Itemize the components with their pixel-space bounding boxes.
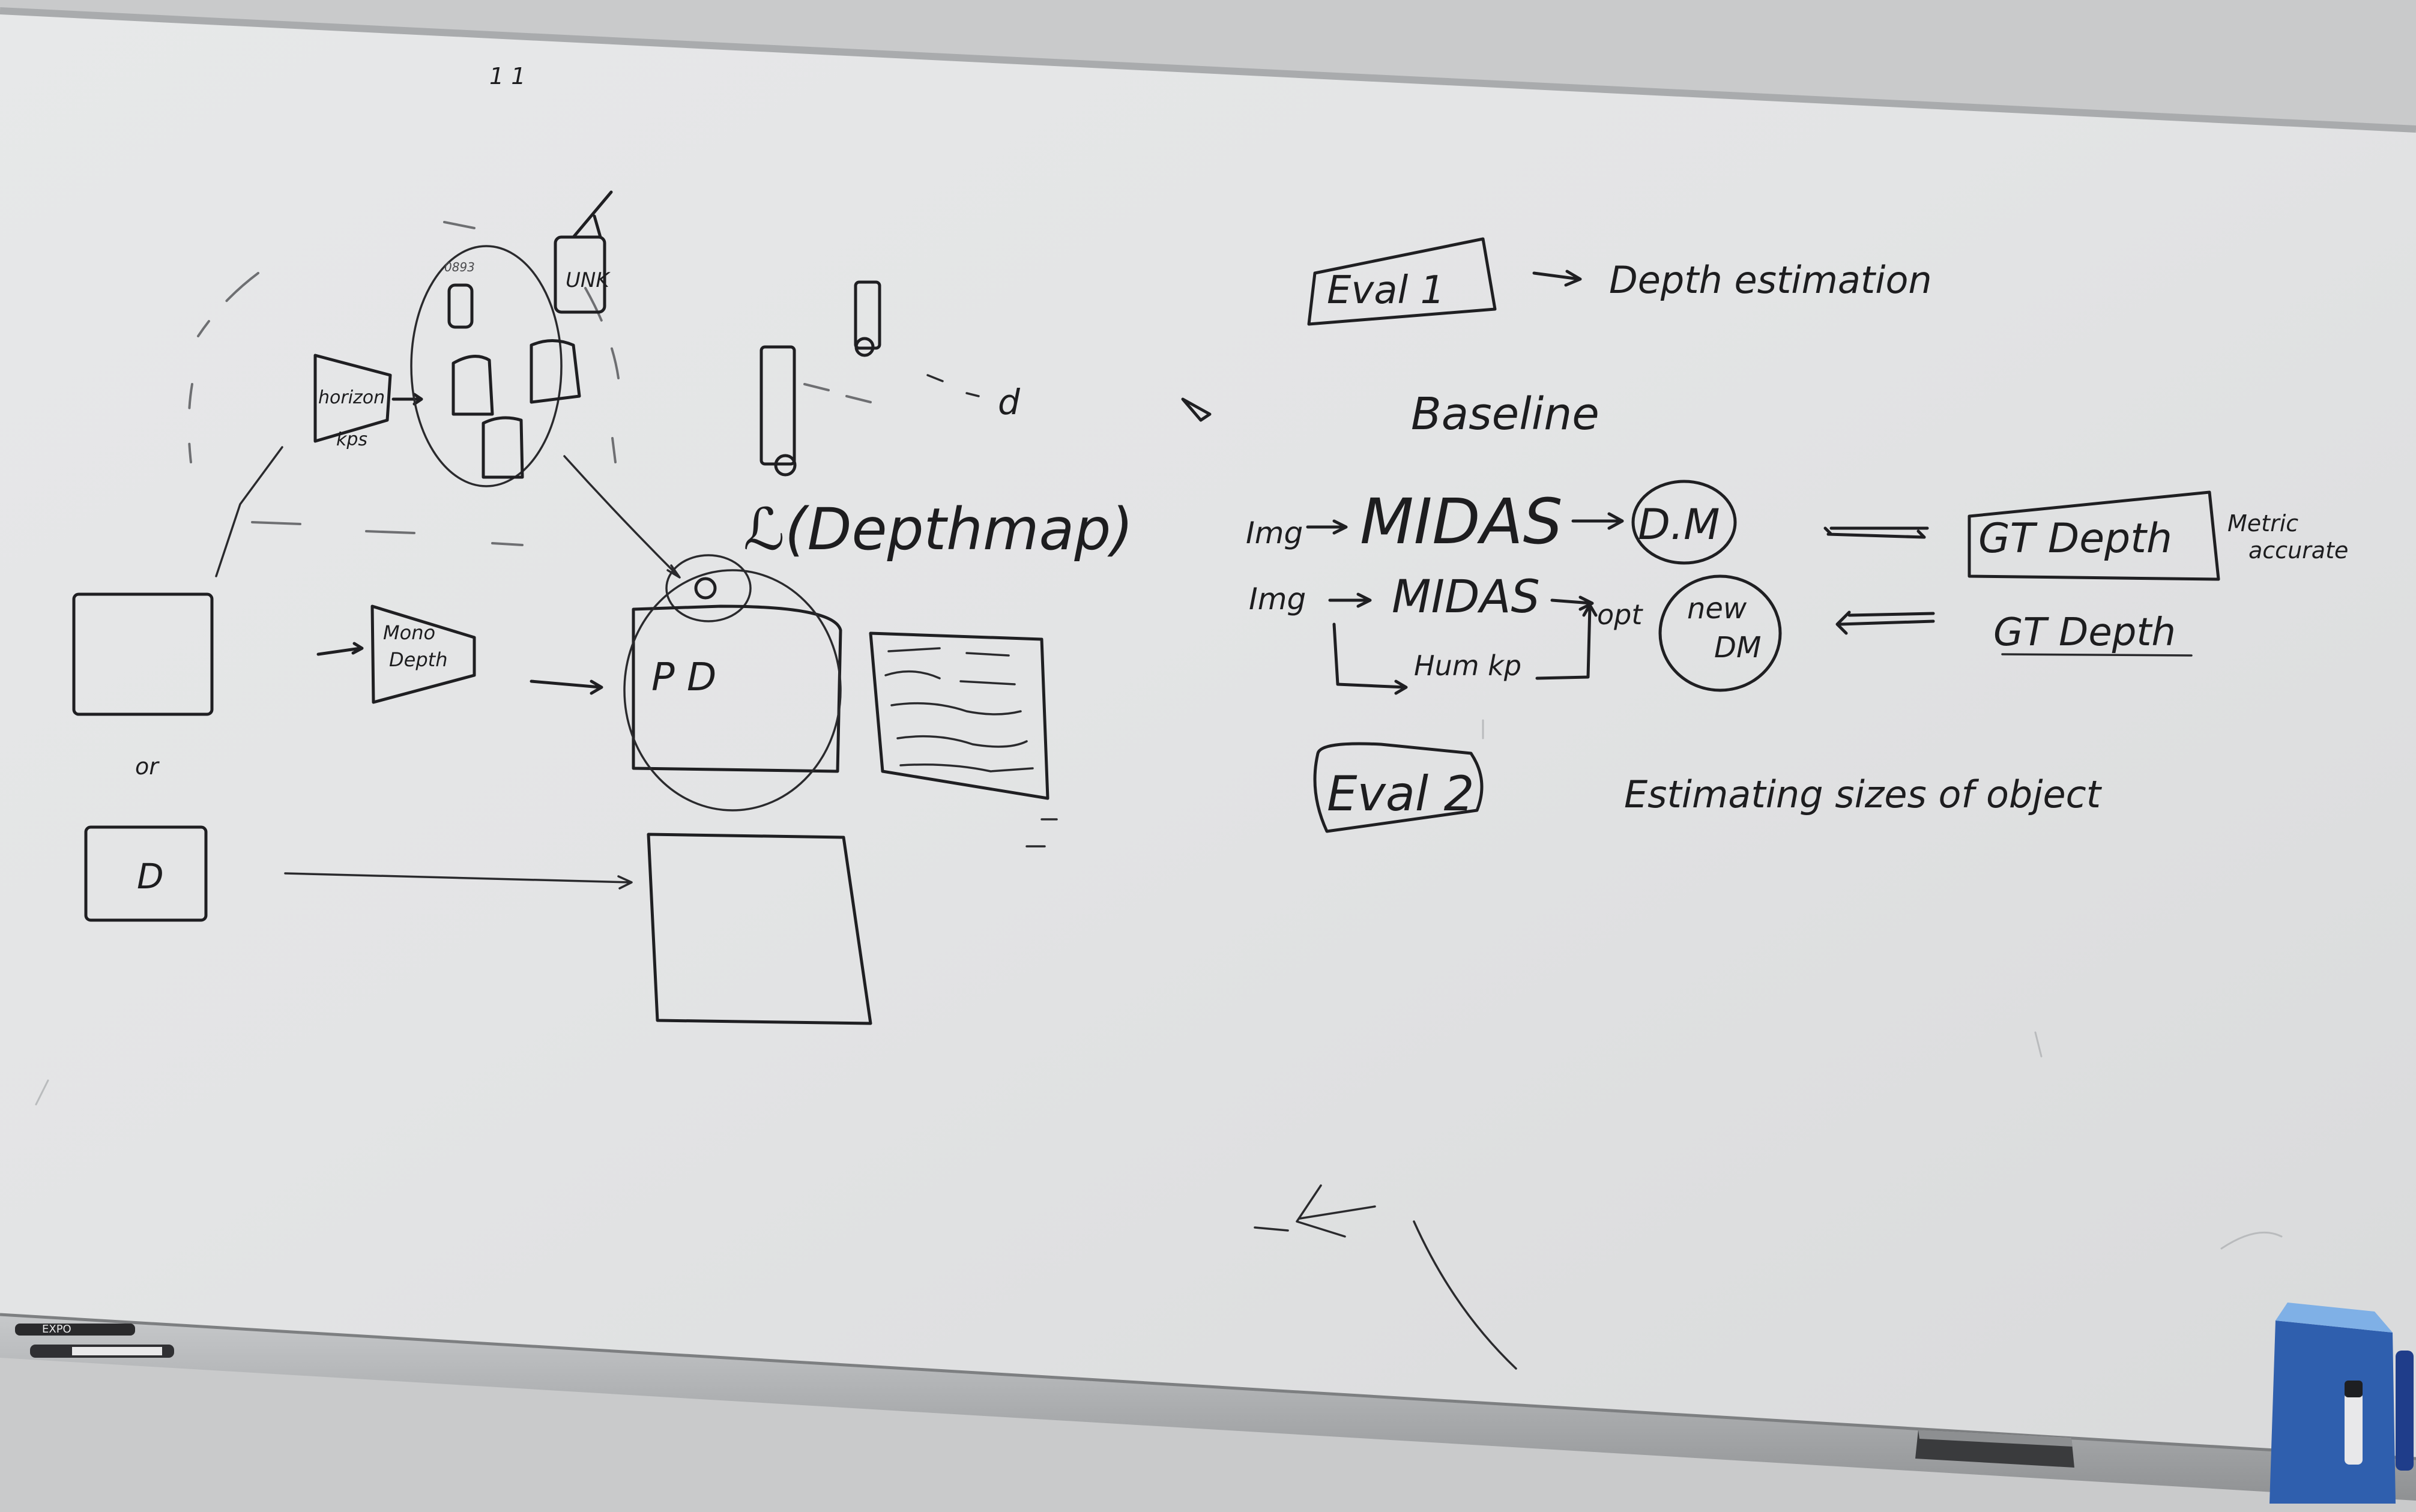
marker-brand: EXPO <box>42 1323 71 1336</box>
marker-box <box>2270 1303 2396 1504</box>
svg-text:0893: 0893 <box>444 260 475 274</box>
mono-depth-block <box>370 604 476 704</box>
row1-img: Img <box>1246 516 1303 550</box>
whiteboard <box>0 11 2416 1459</box>
pd-label: P D <box>651 655 716 700</box>
depth-bar-2 <box>854 280 881 350</box>
input-image-box <box>72 592 214 716</box>
horizon-label: horizon <box>318 387 385 408</box>
depth-bar-1 <box>760 345 796 466</box>
marker-left: EXPO <box>15 1323 174 1358</box>
row1-gt-box <box>1968 490 2220 581</box>
row2-img: Img <box>1249 582 1306 616</box>
marker-tray <box>0 1315 2416 1501</box>
eval1-task: Depth estimation <box>1609 258 1932 302</box>
row2-hum: Hum kp <box>1414 649 1521 682</box>
loss-text: ℒ(Depthmap) <box>743 496 1134 563</box>
marker-upright <box>2396 1351 2414 1471</box>
board-top-frame <box>0 7 2416 133</box>
notes-sheet <box>869 631 1049 800</box>
d-label: d <box>998 382 1021 423</box>
unk-label: UNK <box>566 268 611 292</box>
tray-items: EXPO <box>15 1303 2414 1504</box>
box-d-label: D <box>137 856 164 897</box>
eval1-box <box>1307 237 1497 326</box>
row1-gt: GT Depth <box>1978 515 2172 562</box>
kps-label: kps <box>336 429 367 450</box>
row2-opt: opt <box>1597 598 1643 631</box>
right-notes: Eval 1 Depth estimation Baseline Img MID… <box>1181 237 2348 1370</box>
eraser <box>1915 1430 2074 1468</box>
row1-note-2: accurate <box>2248 537 2348 564</box>
depth-box <box>84 825 208 922</box>
eval2-label: Eval 2 <box>1327 766 1474 822</box>
left-diagram: 1 1 horizon kps 0893 UNK <box>72 63 1134 1025</box>
or-label: or <box>135 753 160 780</box>
erased-ghost-marks <box>35 719 2283 1250</box>
row1-model: MIDAS <box>1360 485 1563 558</box>
row1-output: D.M <box>1638 500 1720 549</box>
eval2-task: Estimating sizes of object <box>1624 773 2103 816</box>
unk-box <box>554 235 606 314</box>
eval1-label: Eval 1 <box>1327 268 1445 313</box>
row2-output-2: DM <box>1714 631 1761 664</box>
row2-model: MIDAS <box>1392 570 1540 623</box>
row2-gt: GT Depth <box>1993 610 2176 655</box>
horizon-kps-block <box>313 354 392 443</box>
scene-circle <box>410 245 563 487</box>
depth-label: Depth <box>389 648 447 671</box>
row1-note-1: Metric <box>2227 510 2298 537</box>
top-mark: 1 1 <box>489 63 525 89</box>
baseline-heading: Baseline <box>1411 388 1599 440</box>
eval2-box <box>1313 742 1484 833</box>
row2-output-1: new <box>1687 592 1747 625</box>
mono-label: Mono <box>383 621 435 644</box>
output-box <box>647 833 872 1025</box>
